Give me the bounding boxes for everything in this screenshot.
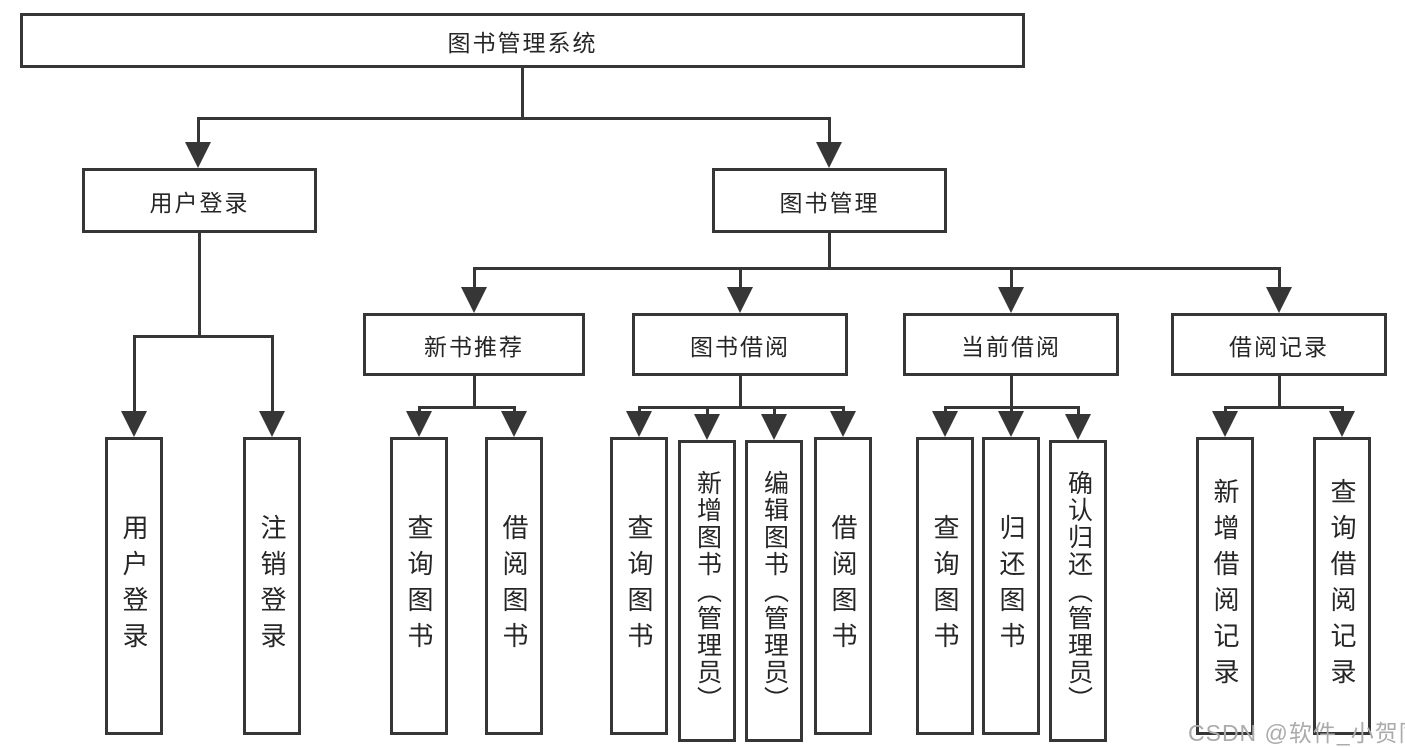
arrow-down-icon	[694, 414, 720, 440]
arrow-down-icon	[406, 411, 432, 437]
node-logout: 注销登录	[243, 437, 301, 735]
arrow-down-icon	[727, 287, 753, 313]
node-bb-borrow-books: 借阅图书	[814, 437, 872, 735]
arrow-down-icon	[1329, 411, 1355, 437]
node-cb-query-books: 查询图书	[916, 437, 974, 735]
node-bb-add-books-admin: 新增图书（管理员）	[678, 440, 736, 742]
arrow-stem	[827, 118, 831, 142]
connector-hline	[132, 334, 274, 338]
connector-vline	[197, 233, 201, 338]
node-user-login-action: 用户登录	[105, 437, 163, 735]
arrow-down-icon	[816, 142, 842, 168]
arrow-stem	[841, 407, 845, 411]
connector-vline	[520, 68, 524, 119]
arrow-stem	[943, 407, 947, 411]
arrow-stem	[705, 407, 709, 414]
arrow-down-icon	[761, 414, 787, 440]
connector-vline	[472, 376, 476, 409]
arrow-down-icon	[1266, 287, 1292, 313]
arrow-stem	[772, 407, 776, 414]
arrow-down-icon	[998, 411, 1024, 437]
arrow-stem	[738, 268, 742, 287]
connector-hline	[1223, 405, 1344, 409]
arrow-stem	[132, 336, 136, 411]
arrow-stem	[1009, 407, 1013, 411]
connector-hline	[196, 116, 831, 120]
arrow-down-icon	[185, 142, 211, 168]
node-borrow-records: 借阅记录	[1171, 313, 1387, 376]
arrow-down-icon	[932, 411, 958, 437]
node-bb-query-books: 查询图书	[610, 437, 668, 735]
node-cb-confirm-return-admin: 确认归还（管理员）	[1049, 440, 1107, 742]
arrow-stem	[637, 407, 641, 411]
node-br-add-record: 新增借阅记录	[1196, 437, 1254, 735]
arrow-stem	[1009, 268, 1013, 287]
node-br-query-record: 查询借阅记录	[1313, 437, 1371, 735]
arrow-stem	[512, 407, 516, 411]
arrow-stem	[1277, 268, 1281, 287]
arrow-down-icon	[259, 411, 285, 437]
node-book-management: 图书管理	[712, 168, 947, 233]
node-cb-return-books: 归还图书	[982, 437, 1040, 735]
arrow-stem	[1223, 407, 1227, 411]
arrow-stem	[1340, 407, 1344, 411]
node-user-login-branch: 用户登录	[82, 168, 317, 233]
node-bb-edit-books-admin: 编辑图书（管理员）	[745, 440, 803, 742]
arrow-stem	[472, 268, 476, 287]
node-current-borrow: 当前借阅	[903, 313, 1119, 376]
arrow-down-icon	[461, 287, 487, 313]
connector-vline	[738, 376, 742, 409]
node-library-system: 图书管理系统	[20, 13, 1025, 68]
arrow-stem	[417, 407, 421, 411]
arrow-stem	[270, 336, 274, 411]
arrow-down-icon	[1065, 414, 1091, 440]
arrow-down-icon	[830, 411, 856, 437]
arrow-down-icon	[998, 287, 1024, 313]
arrow-stem	[1076, 407, 1080, 414]
connector-vline	[827, 233, 831, 270]
arrow-down-icon	[1212, 411, 1238, 437]
node-nb-borrow-books: 借阅图书	[485, 437, 543, 735]
node-nb-query-books: 查询图书	[390, 437, 448, 735]
connector-hline	[472, 266, 1281, 270]
arrow-stem	[196, 118, 200, 142]
arrow-down-icon	[626, 411, 652, 437]
node-new-book-recommend: 新书推荐	[363, 313, 585, 376]
watermark: CSDN @软件_小贺同学	[1188, 720, 1405, 746]
arrow-down-icon	[121, 411, 147, 437]
node-book-borrow: 图书借阅	[632, 313, 848, 376]
connector-vline	[1277, 376, 1281, 409]
connector-vline	[1009, 376, 1013, 409]
connector-hline	[637, 405, 845, 409]
connector-hline	[417, 405, 516, 409]
arrow-down-icon	[501, 411, 527, 437]
